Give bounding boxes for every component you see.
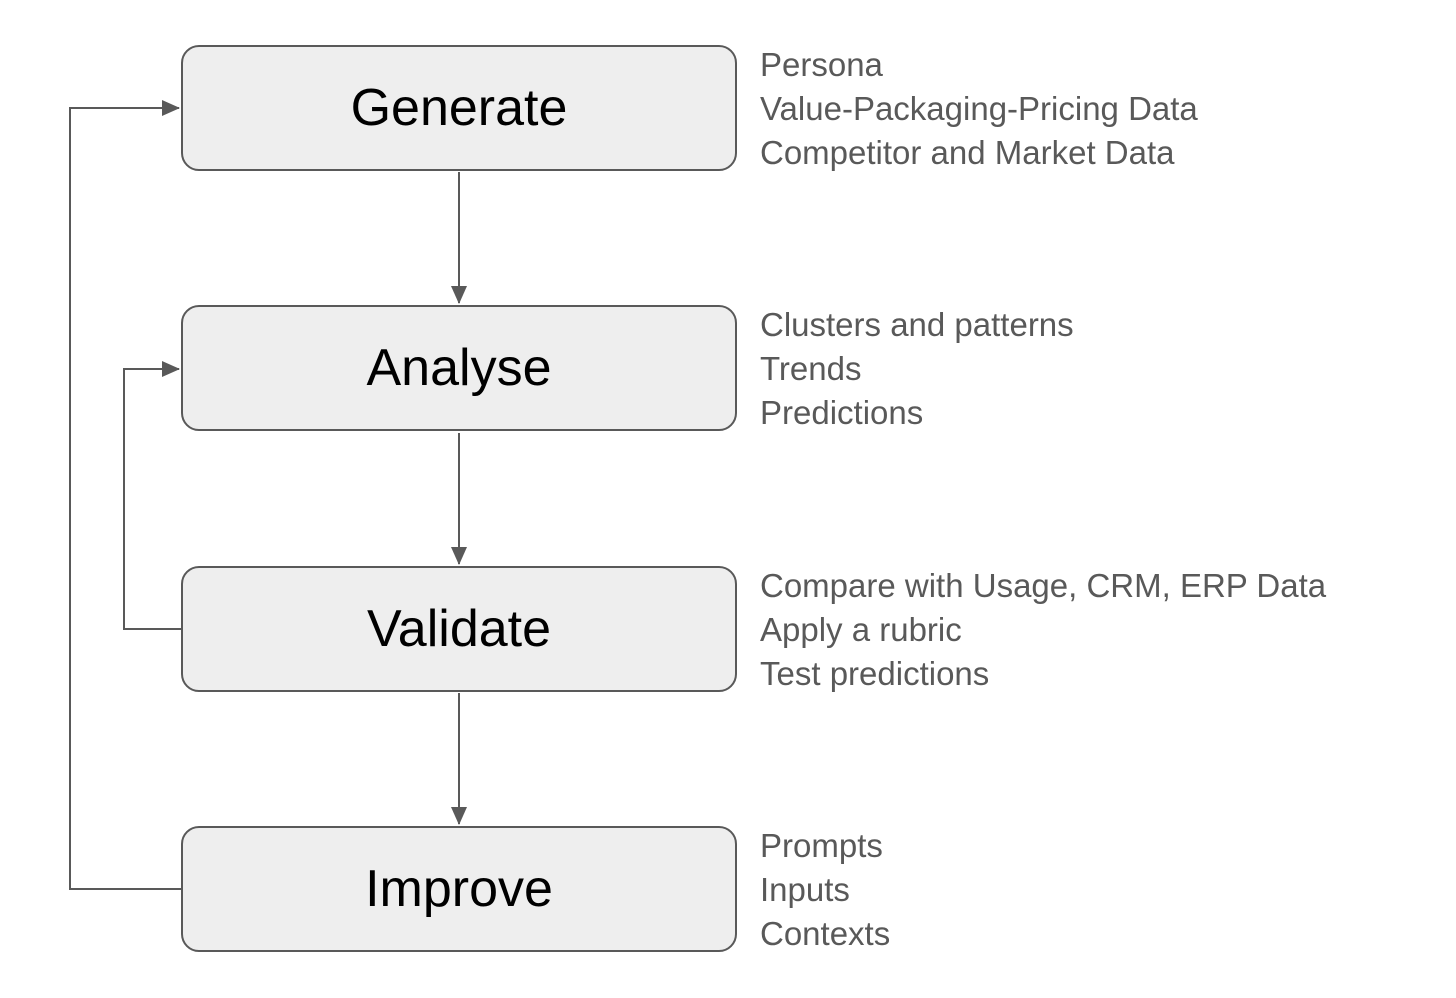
note-line: Clusters and patterns: [760, 306, 1074, 343]
note-line: Test predictions: [760, 655, 990, 692]
loop-improve-to-generate: [69, 100, 181, 890]
step-generate-label: Generate: [350, 79, 568, 137]
note-line: Prompts: [760, 827, 883, 864]
analyse-notes: Clusters and patterns Trends Predictions: [760, 303, 1440, 435]
note-line: Predictions: [760, 394, 924, 431]
step-validate-box: Validate: [181, 566, 737, 692]
note-line: Compare with Usage, CRM, ERP Data: [760, 567, 1327, 604]
validate-notes: Compare with Usage, CRM, ERP Data Apply …: [760, 564, 1440, 696]
note-line: Competitor and Market Data: [760, 134, 1175, 171]
note-line: Persona: [760, 46, 883, 83]
loop-validate-to-analyse: [123, 361, 181, 630]
note-line: Apply a rubric: [760, 611, 962, 648]
step-improve-box: Improve: [181, 826, 737, 952]
step-improve-label: Improve: [365, 860, 553, 918]
generate-notes: Persona Value-Packaging-Pricing Data Com…: [760, 43, 1440, 175]
note-line: Contexts: [760, 915, 891, 952]
note-line: Inputs: [760, 871, 850, 908]
step-analyse-box: Analyse: [181, 305, 737, 431]
note-line: Value-Packaging-Pricing Data: [760, 90, 1198, 127]
improve-notes: Prompts Inputs Contexts: [760, 824, 1440, 956]
note-line: Trends: [760, 350, 862, 387]
step-analyse-label: Analyse: [366, 339, 552, 397]
step-validate-label: Validate: [366, 600, 552, 658]
step-generate-box: Generate: [181, 45, 737, 171]
